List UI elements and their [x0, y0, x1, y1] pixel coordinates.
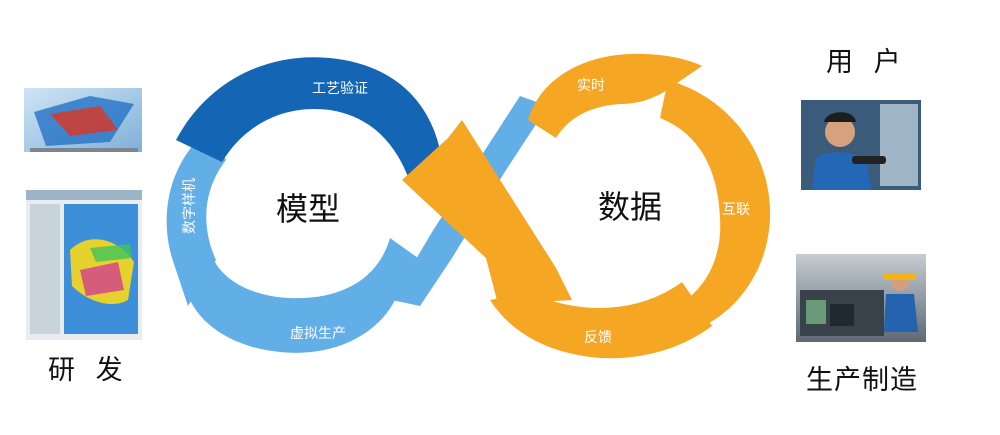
- segment-interconnect: [660, 80, 771, 328]
- segment-label-process-validation: 工艺验证: [312, 81, 368, 97]
- center-label-model: 模型: [276, 190, 340, 228]
- truck-driver-photo: [801, 100, 921, 190]
- segment-realtime: [528, 53, 702, 138]
- segment-label-virtual-production: 虚拟生产: [290, 326, 346, 342]
- factory-worker-photo: [796, 254, 926, 342]
- side-label-user: 用 户: [826, 47, 907, 78]
- segment-label-realtime: 实时: [577, 78, 605, 94]
- segment-digital-prototype: [166, 130, 226, 306]
- side-label-rd: 研 发: [48, 355, 129, 386]
- center-label-data: 数据: [598, 188, 662, 226]
- segment-label-feedback: 反馈: [584, 330, 612, 346]
- segment-virtual-production: [184, 238, 432, 353]
- cross-band-orange: [402, 120, 572, 312]
- segment-label-digital-prototype: 数字样机: [182, 178, 198, 234]
- side-label-manufacturing: 生产制造: [806, 365, 918, 396]
- cad-software-thumbnail-2: [26, 190, 142, 340]
- segment-process-validation: [176, 57, 450, 190]
- segment-label-interconnect: 互联: [722, 202, 750, 218]
- cad-render-thumbnail-1: [24, 88, 142, 152]
